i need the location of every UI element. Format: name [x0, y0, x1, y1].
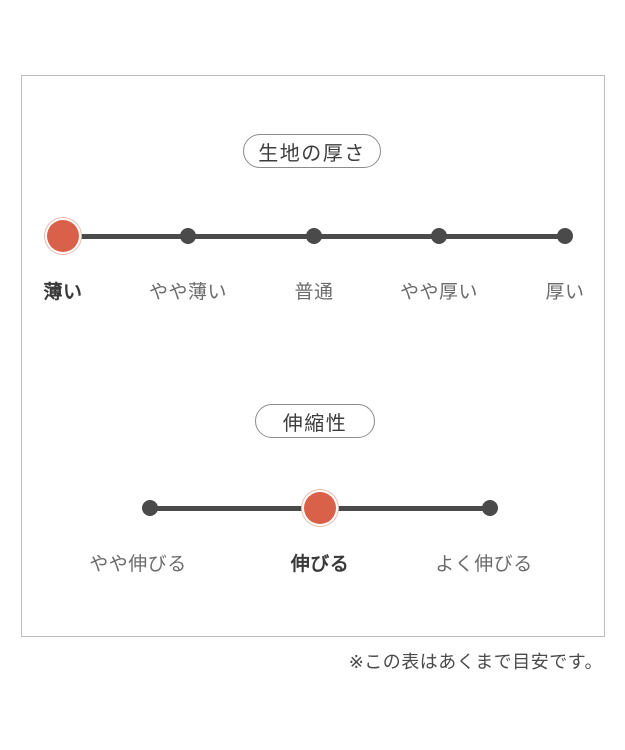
scale-dot-stretchiness-1[interactable] — [304, 492, 336, 524]
scale-label-fabric-thickness-4: 厚い — [545, 282, 585, 303]
scale-dot-fabric-thickness-3[interactable] — [431, 228, 447, 244]
scale-label-stretchiness-1: 伸びる — [290, 554, 350, 575]
section-heading-stretchiness: 伸縮性 — [255, 404, 375, 438]
scale-label-fabric-thickness-3: やや厚い — [399, 282, 479, 303]
scale-label-fabric-thickness-1: やや薄い — [148, 282, 228, 303]
scale-dot-fabric-thickness-2[interactable] — [306, 228, 322, 244]
scale-fabric-thickness: 薄い やや薄い 普通 やや厚い 厚い — [0, 200, 625, 310]
scale-label-fabric-thickness-0: 薄い — [43, 282, 83, 303]
spec-card-frame — [21, 75, 605, 637]
scale-dot-stretchiness-0[interactable] — [142, 500, 158, 516]
scale-label-stretchiness-2: よく伸びる — [435, 554, 533, 575]
scale-dot-fabric-thickness-1[interactable] — [180, 228, 196, 244]
scale-label-stretchiness-0: やや伸びる — [89, 554, 187, 575]
scale-dot-stretchiness-2[interactable] — [482, 500, 498, 516]
section-heading-fabric-thickness: 生地の厚さ — [243, 134, 381, 168]
scale-label-fabric-thickness-2: 普通 — [294, 282, 334, 303]
scale-dot-fabric-thickness-4[interactable] — [557, 228, 573, 244]
disclaimer-footnote: ※この表はあくまで目安です。 — [348, 652, 603, 672]
scale-dot-fabric-thickness-0[interactable] — [47, 220, 79, 252]
scale-stretchiness: やや伸びる 伸びる よく伸びる — [0, 472, 625, 582]
